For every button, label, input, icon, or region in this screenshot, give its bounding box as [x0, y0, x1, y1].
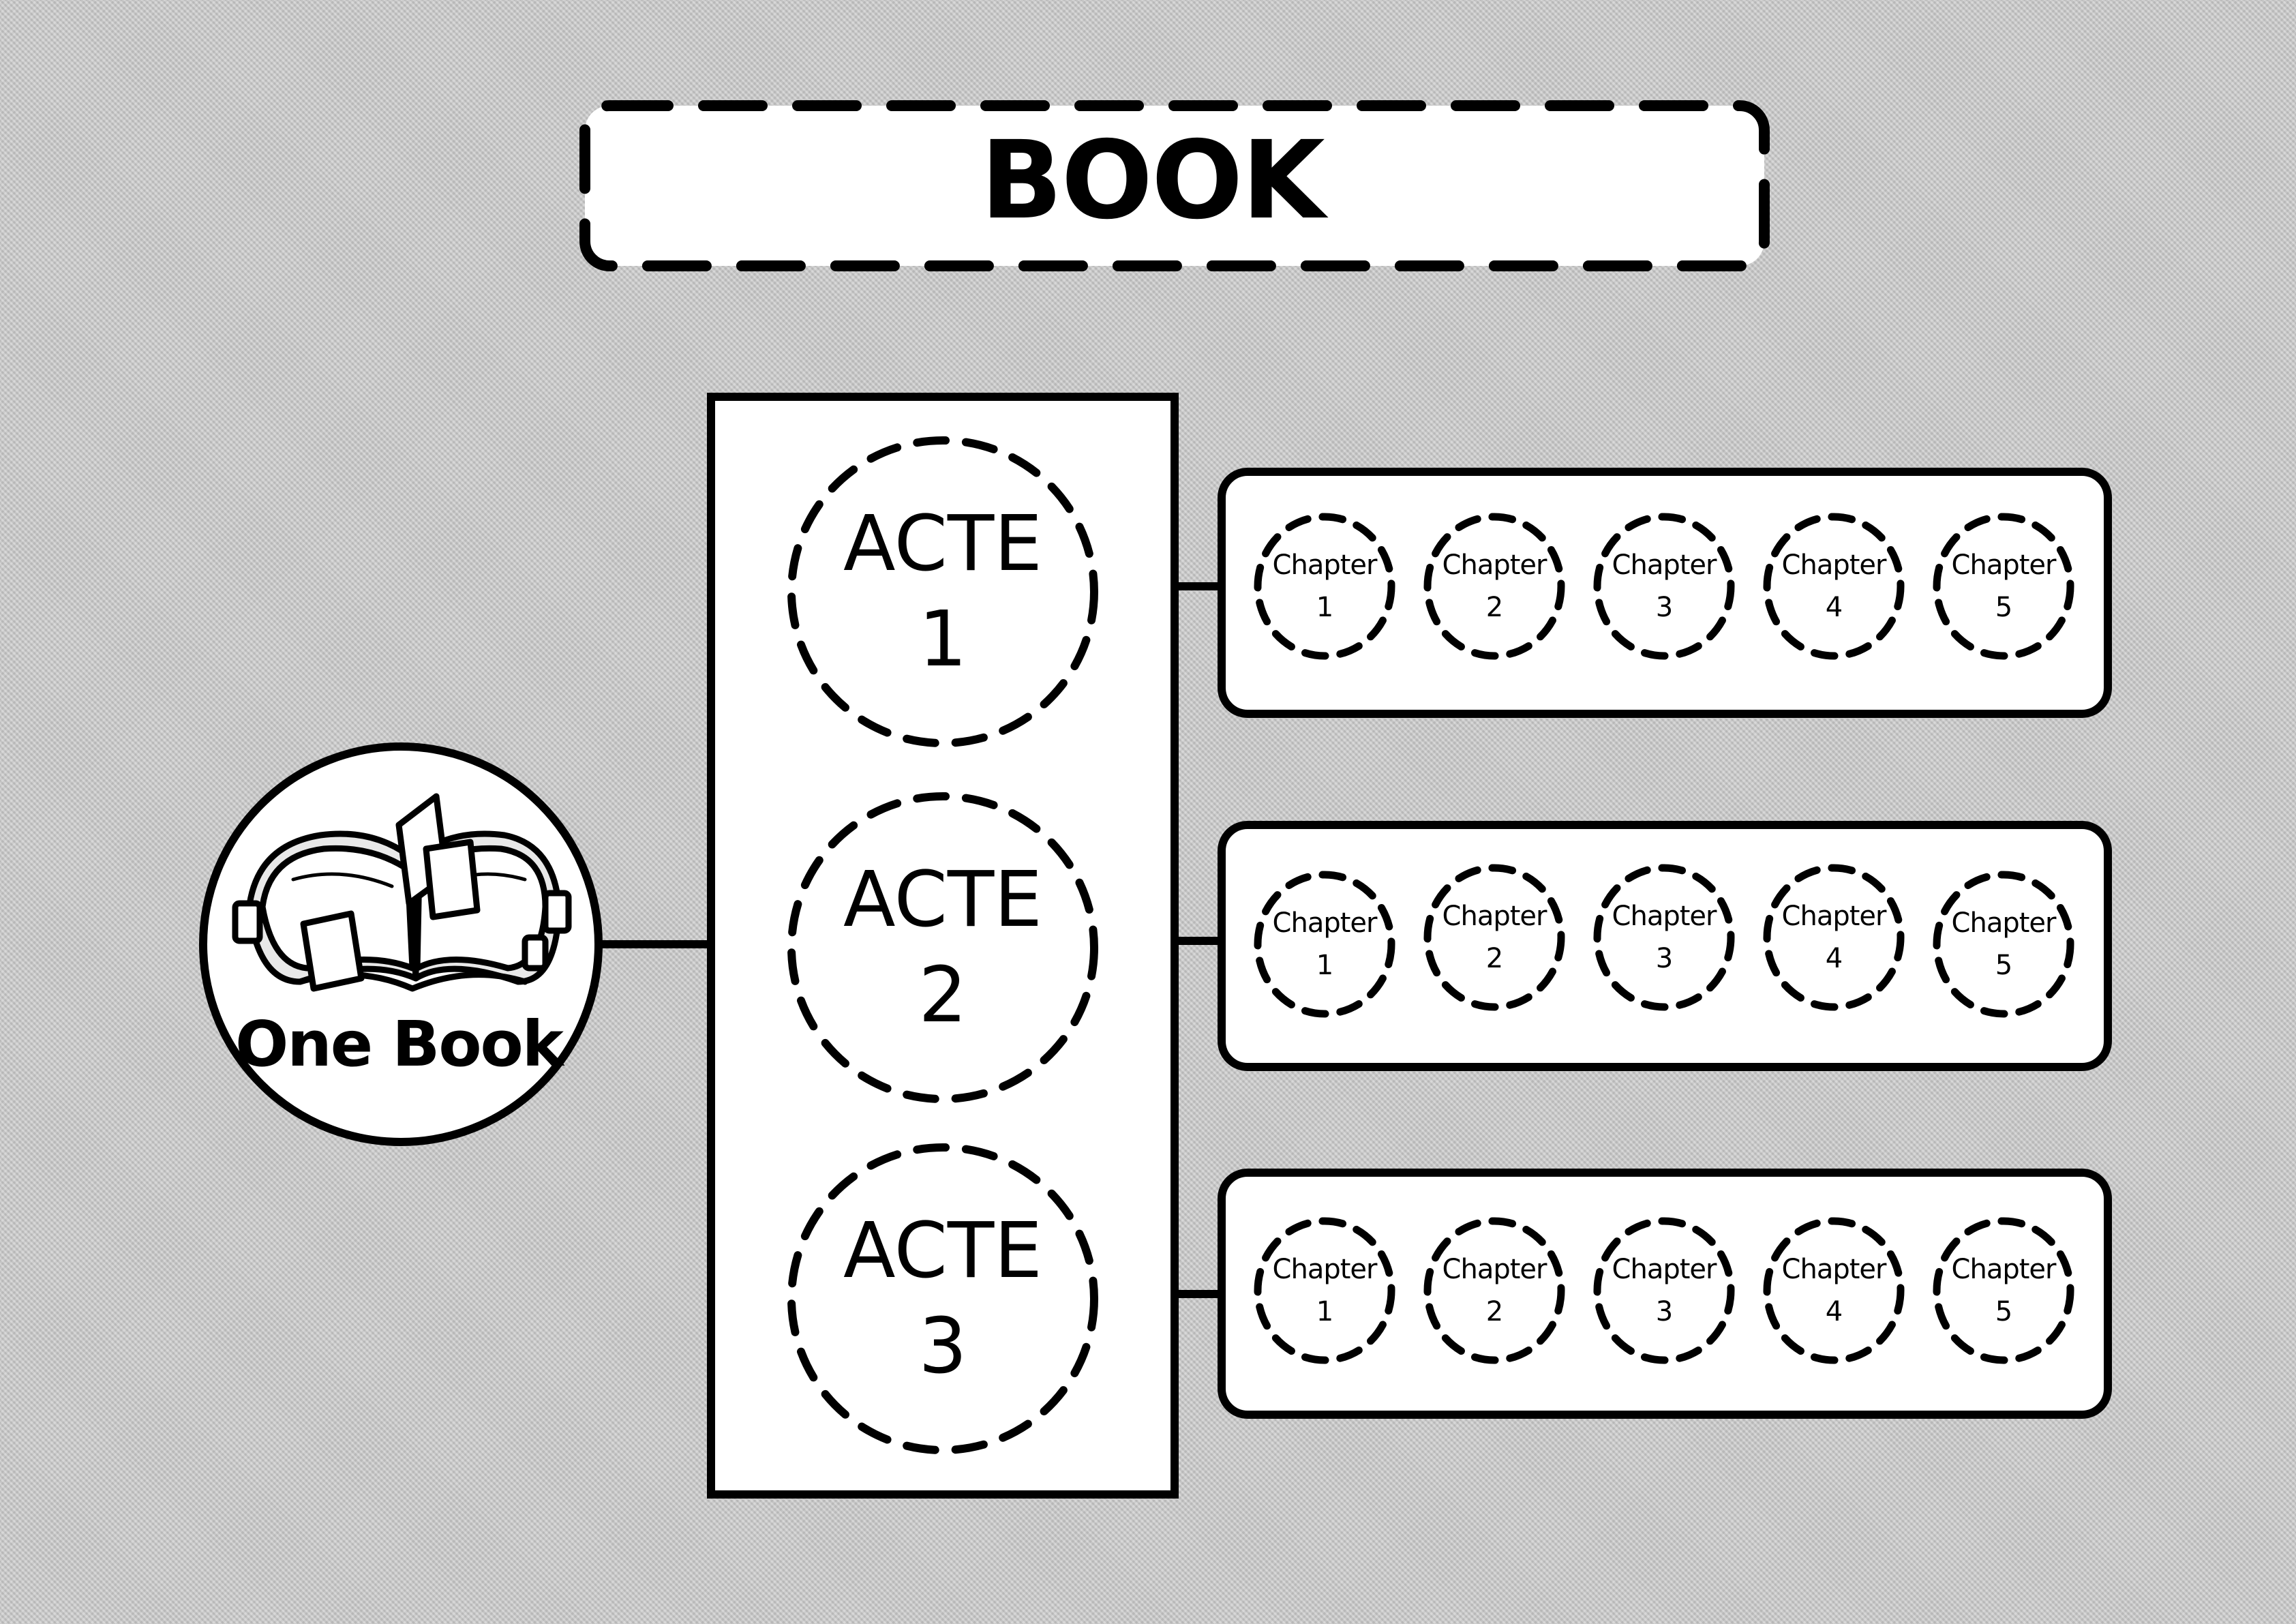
chapter-number: 1	[1316, 1296, 1333, 1327]
chapter-number: 1	[1316, 950, 1333, 981]
chapter-number: 3	[1655, 1296, 1673, 1327]
chapter-number: 4	[1825, 592, 1843, 623]
chapter-label: Chapter	[1781, 550, 1887, 581]
acte-3-circle	[787, 1143, 1098, 1454]
chapter-node: Chapter 4	[1759, 1243, 1909, 1338]
acte-label: ACTE	[843, 856, 1043, 944]
chapter-node: Chapter 1	[1250, 1243, 1400, 1338]
acte-2-circle	[787, 792, 1098, 1103]
chapter-3-2-ellipse	[1423, 1217, 1565, 1364]
chapter-node: Chapter 3	[1589, 1243, 1739, 1338]
chapter-node: Chapter 2	[1419, 890, 1569, 985]
chapter-number: 5	[1995, 592, 2012, 623]
chapter-number: 3	[1655, 592, 1673, 623]
chapter-1-3-ellipse	[1593, 513, 1735, 660]
acte-2-node: ACTE 2	[820, 845, 1066, 1050]
chapter-1-5-ellipse	[1933, 513, 2074, 660]
acte-3-node: ACTE 3	[820, 1197, 1066, 1401]
chapter-number: 2	[1485, 1296, 1503, 1327]
chapter-node: Chapter 4	[1759, 890, 1909, 985]
chapter-number: 4	[1825, 1296, 1843, 1327]
chapter-2-4-ellipse	[1763, 864, 1905, 1011]
chapter-node: Chapter 5	[1929, 539, 2079, 634]
acte-label: ACTE	[843, 1207, 1043, 1295]
chapter-3-1-ellipse	[1254, 1217, 1395, 1364]
chapter-2-3-ellipse	[1593, 864, 1735, 1011]
chapter-label: Chapter	[1951, 1254, 2057, 1285]
acte-number: 1	[918, 595, 967, 684]
chapter-label: Chapter	[1612, 901, 1717, 932]
chapter-number: 1	[1316, 592, 1333, 623]
chapter-3-3-ellipse	[1593, 1217, 1735, 1364]
chapter-label: Chapter	[1442, 901, 1547, 932]
chapter-label: Chapter	[1272, 907, 1378, 939]
chapter-number: 2	[1485, 943, 1503, 974]
chapter-2-2-ellipse	[1423, 864, 1565, 1011]
chapter-node: Chapter 3	[1589, 539, 1739, 634]
chapter-label: Chapter	[1442, 550, 1547, 581]
chapter-label: Chapter	[1781, 901, 1887, 932]
chapter-node: Chapter 5	[1929, 1243, 2079, 1338]
chapter-label: Chapter	[1781, 1254, 1887, 1285]
chapter-label: Chapter	[1951, 907, 2057, 939]
acte-number: 3	[918, 1302, 967, 1391]
chapter-node: Chapter 4	[1759, 539, 1909, 634]
chapter-label: Chapter	[1951, 550, 2057, 581]
chapter-node: Chapter 1	[1250, 539, 1400, 634]
acte-number: 2	[918, 951, 967, 1040]
chapter-number: 4	[1825, 943, 1843, 974]
chapter-2-5-ellipse	[1933, 871, 2074, 1018]
open-book-icon	[232, 793, 572, 992]
chapter-label: Chapter	[1272, 550, 1378, 581]
chapter-1-4-ellipse	[1763, 513, 1905, 660]
chapter-label: Chapter	[1612, 1254, 1717, 1285]
chapter-label: Chapter	[1612, 550, 1717, 581]
acte-1-circle	[787, 436, 1098, 747]
chapter-1-1-ellipse	[1254, 513, 1395, 660]
root-label: One Book	[235, 1007, 564, 1081]
acte-label: ACTE	[843, 500, 1043, 588]
chapter-1-2-ellipse	[1423, 513, 1565, 660]
chapter-3-4-ellipse	[1763, 1217, 1905, 1364]
chapter-node: Chapter 3	[1589, 890, 1739, 985]
chapter-number: 5	[1995, 1296, 2012, 1327]
chapter-node: Chapter 1	[1250, 897, 1400, 992]
chapter-node: Chapter 5	[1929, 897, 2079, 992]
title-box	[579, 100, 1770, 271]
acte-1-node: ACTE 1	[820, 490, 1066, 694]
chapter-2-1-ellipse	[1254, 871, 1395, 1018]
chapter-label: Chapter	[1442, 1254, 1547, 1285]
chapter-label: Chapter	[1272, 1254, 1378, 1285]
chapter-number: 5	[1995, 950, 2012, 981]
chapter-3-5-ellipse	[1933, 1217, 2074, 1364]
chapter-number: 3	[1655, 943, 1673, 974]
chapter-number: 2	[1485, 592, 1503, 623]
chapter-node: Chapter 2	[1419, 1243, 1569, 1338]
chapter-node: Chapter 2	[1419, 539, 1569, 634]
page-title: BOOK	[980, 118, 1325, 243]
